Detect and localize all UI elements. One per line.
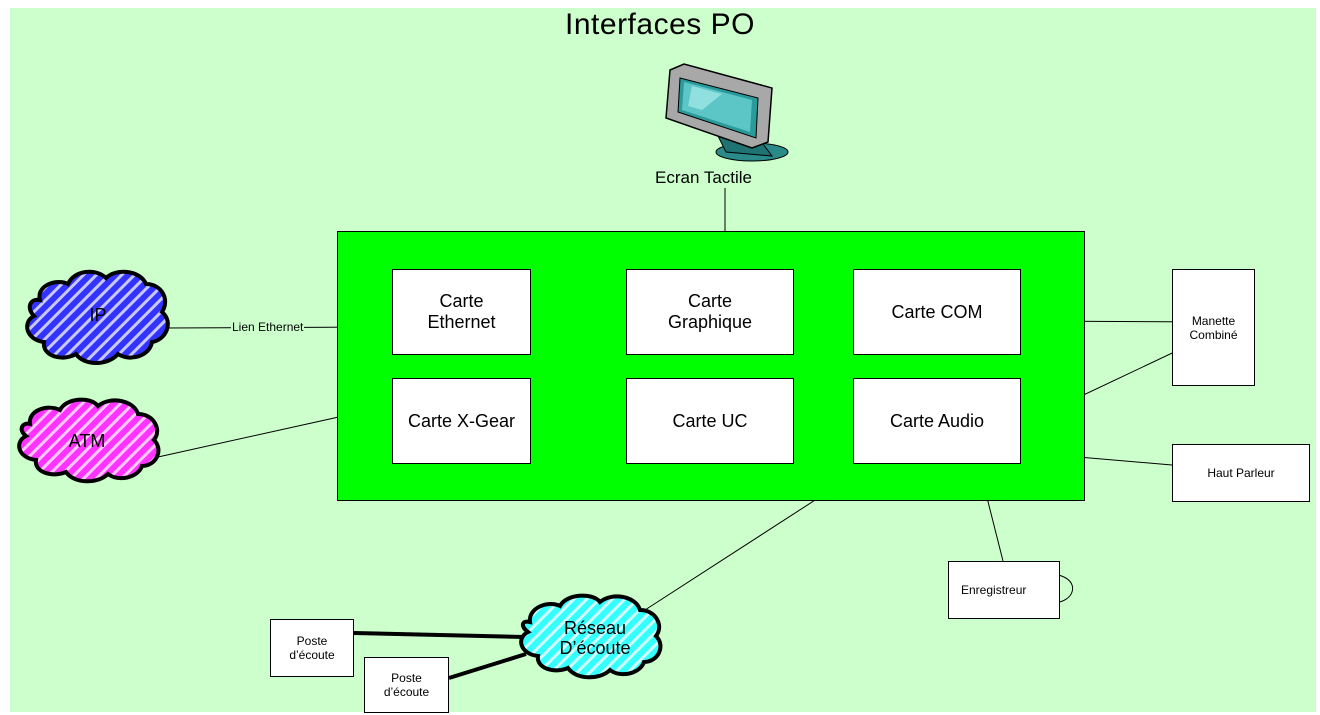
poste-ecoute-box-1: Poste d’écoute (270, 619, 354, 677)
manette-box: Manette Combiné (1172, 269, 1255, 386)
card-audio: Carte Audio (853, 378, 1021, 464)
atm-cloud-label: ATM (68, 431, 106, 451)
atm-cloud-shape (17, 397, 161, 484)
line-poste1-reseau (353, 631, 525, 639)
reseau-cloud-shape (519, 593, 663, 680)
monitor-icon (665, 63, 789, 162)
page-title: Interfaces PO (565, 8, 755, 41)
lien-ethernet-label: Lien Ethernet (231, 320, 305, 334)
card-ethernet: Carte Ethernet (392, 269, 531, 355)
card-com: Carte COM (853, 269, 1021, 355)
enregistreur-box: Enregistreur (948, 561, 1060, 619)
card-uc: Carte UC (626, 378, 794, 464)
haut-parleur-box: Haut Parleur (1172, 444, 1310, 502)
card-xgear: Carte X-Gear (392, 378, 531, 464)
line-poste2-reseau (448, 652, 527, 680)
screen-label: Ecran Tactile (655, 168, 753, 187)
card-graphique: Carte Graphique (626, 269, 794, 355)
poste-ecoute-box-2: Poste d’écoute (364, 657, 449, 713)
ip-cloud-shape (25, 269, 170, 365)
ip-cloud-label: IP (89, 305, 107, 325)
reseau-cloud-label: Réseau D’écoute (559, 618, 631, 658)
